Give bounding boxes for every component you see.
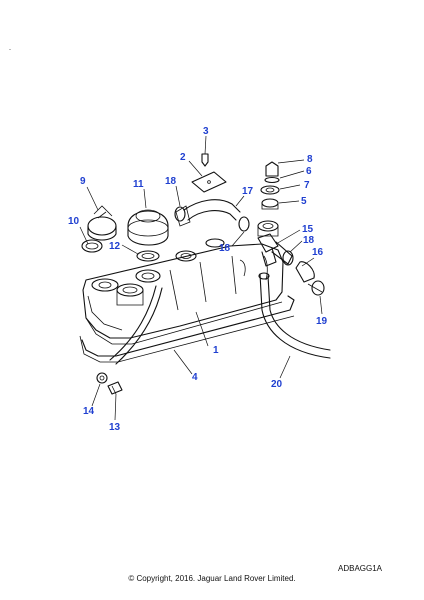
- vent-hose: [109, 285, 163, 365]
- callout-11: 11: [133, 179, 144, 190]
- gasket: [79, 295, 295, 363]
- oil-filler-cap: [127, 209, 169, 246]
- t-piece: [257, 233, 325, 296]
- callout-19: 19: [316, 316, 328, 327]
- rocker-cover: [82, 220, 284, 345]
- callout-13: 13: [109, 422, 121, 433]
- callout-5: 5: [301, 196, 307, 207]
- callout-18-a: 18: [165, 176, 177, 187]
- callout-4: 4: [192, 372, 198, 383]
- leader-lines: [79, 135, 323, 421]
- callout-17: 17: [242, 186, 254, 197]
- callout-8: 8: [307, 154, 313, 165]
- callout-9: 9: [80, 176, 86, 187]
- callout-3: 3: [203, 126, 209, 137]
- callout-1: 1: [213, 345, 219, 356]
- callout-10: 10: [68, 216, 80, 227]
- washer: [96, 372, 108, 384]
- callout-20: 20: [271, 379, 283, 390]
- drain-hose: [258, 272, 331, 359]
- callout-18-c: 18: [303, 235, 315, 246]
- plate: [191, 171, 227, 193]
- oil-cap-seal: [136, 250, 160, 262]
- breather-hose: [175, 199, 241, 227]
- diagram-reference-code: ADBAGG1A: [338, 564, 383, 573]
- callout-6: 6: [306, 166, 312, 177]
- callouts: 1 2 3 4 5 6 7 8 9 10 11 12 13 14 15 16 1…: [68, 126, 328, 433]
- breather-valve: [260, 161, 280, 210]
- filler-cap: [87, 205, 117, 241]
- rivet: [201, 153, 209, 167]
- hose-clip: [174, 206, 294, 266]
- callout-2: 2: [180, 152, 186, 163]
- stray-mark: [9, 49, 11, 50]
- callout-7: 7: [304, 180, 310, 191]
- callout-14: 14: [83, 406, 95, 417]
- callout-15: 15: [302, 224, 314, 235]
- callout-16: 16: [312, 247, 324, 258]
- filler-seal: [81, 239, 103, 253]
- bolt: [107, 381, 123, 395]
- callout-12: 12: [109, 241, 121, 252]
- copyright-notice: © Copyright, 2016. Jaguar Land Rover Lim…: [128, 574, 296, 583]
- callout-18-b: 18: [219, 243, 231, 254]
